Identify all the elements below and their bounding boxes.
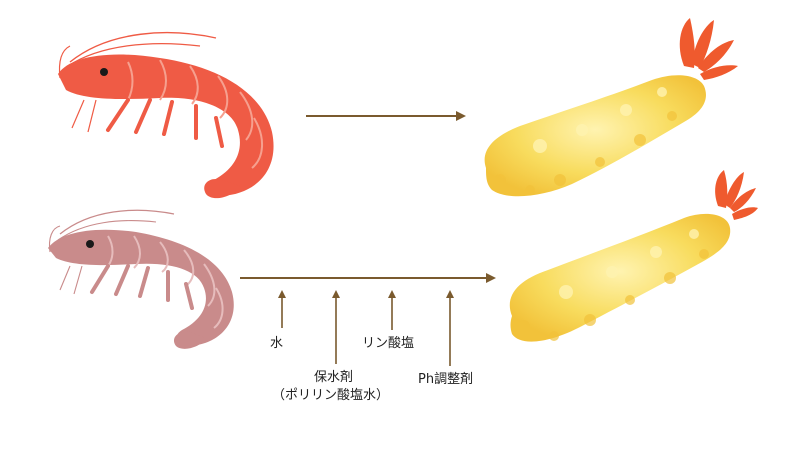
ph-adjuster-label: Ph調整剤: [418, 372, 474, 387]
shrimp-tempura-icon: [509, 170, 758, 342]
water-label: 水: [270, 336, 284, 351]
shrimp-tempura-icon: [484, 18, 738, 197]
raw-shrimp-icon: [58, 32, 274, 199]
water-retention-agent-note: （ポリリン酸塩水）: [272, 388, 390, 403]
treated-shrimp-icon: [48, 209, 234, 349]
water-retention-agent-label: 保水剤: [314, 370, 354, 385]
phosphate-label: リン酸塩: [362, 336, 415, 351]
